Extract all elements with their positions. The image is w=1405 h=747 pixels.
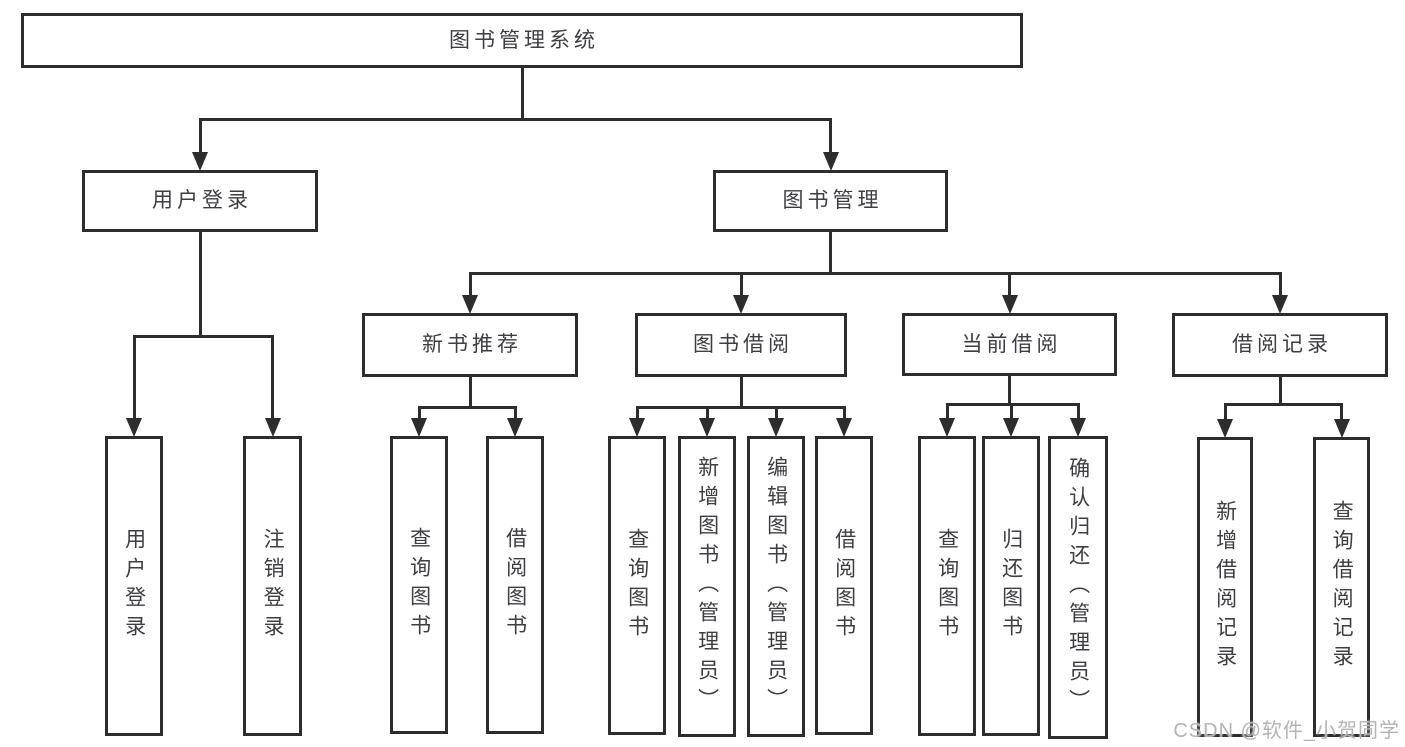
arrow-down-icon — [126, 418, 142, 437]
arrow-down-icon — [699, 418, 715, 437]
node-label-leaf-edit-books: 编辑图书（管理员） — [764, 456, 788, 717]
connector-line — [739, 272, 743, 298]
arrow-down-icon — [733, 295, 749, 314]
node-label-user-login: 用户登录 — [152, 189, 252, 213]
connector-line — [132, 335, 274, 338]
connector-line — [1008, 272, 1011, 298]
node-leaf-query-books-1: 查询图书 — [390, 436, 448, 734]
connector-line — [417, 406, 517, 409]
connector-line — [1076, 403, 1080, 421]
arrow-down-icon — [264, 418, 281, 437]
node-borrow-records: 借阅记录 — [1172, 313, 1388, 377]
node-label-leaf-borrow-books-2: 借阅图书 — [832, 527, 856, 644]
node-label-book-borrow: 图书借阅 — [693, 333, 793, 357]
node-label-leaf-confirm-return: 确认归还（管理员） — [1066, 457, 1090, 718]
connector-line — [635, 406, 846, 409]
node-label-leaf-borrow-books-1: 借阅图书 — [503, 527, 527, 643]
node-leaf-borrow-books-1: 借阅图书 — [486, 436, 544, 734]
arrow-down-icon — [1333, 419, 1350, 438]
arrow-down-icon — [629, 418, 645, 437]
csdn-watermark: CSDN @软件_小贺同学 — [1173, 720, 1400, 742]
node-label-leaf-return-books: 归还图书 — [999, 528, 1023, 644]
arrow-down-icon — [1070, 418, 1086, 437]
node-label-leaf-user-login: 用户登录 — [122, 528, 146, 644]
connector-line — [635, 406, 639, 421]
node-label-leaf-query-books-1: 查询图书 — [407, 527, 431, 643]
node-user-login: 用户登录 — [82, 170, 318, 232]
node-leaf-query-books-2: 查询图书 — [608, 436, 666, 735]
connector-line — [1340, 403, 1343, 422]
arrow-down-icon — [836, 418, 852, 437]
arrow-down-icon — [1272, 295, 1288, 314]
arrow-down-icon — [192, 152, 208, 171]
connector-line — [829, 232, 832, 272]
node-book-borrow: 图书借阅 — [635, 313, 847, 377]
node-label-borrow-records: 借阅记录 — [1232, 333, 1332, 357]
arrow-down-icon — [462, 295, 478, 314]
arrow-down-icon — [1003, 418, 1019, 437]
connector-line — [945, 403, 949, 421]
arrow-down-icon — [507, 418, 523, 437]
connector-line — [1009, 403, 1013, 421]
node-label-leaf-add-borrow-record: 新增借阅记录 — [1213, 500, 1237, 674]
connector-line — [513, 406, 517, 421]
arrow-down-icon — [1217, 419, 1233, 438]
node-new-book-rec: 新书推荐 — [362, 313, 578, 377]
connector-line — [1223, 403, 1343, 406]
connector-line — [198, 118, 832, 121]
connector-line — [1278, 377, 1282, 403]
node-leaf-add-borrow-record: 新增借阅记录 — [1197, 437, 1253, 737]
connector-line — [468, 272, 1282, 275]
node-current-borrow: 当前借阅 — [902, 313, 1117, 376]
node-leaf-add-books: 新增图书（管理员） — [678, 436, 736, 737]
connector-line — [520, 68, 524, 118]
node-leaf-query-books-3: 查询图书 — [918, 436, 976, 736]
node-label-leaf-add-books: 新增图书（管理员） — [695, 456, 719, 717]
node-leaf-confirm-return: 确认归还（管理员） — [1048, 436, 1108, 739]
connector-line — [1008, 376, 1011, 403]
connector-line — [842, 406, 846, 421]
connector-line — [132, 335, 136, 421]
node-leaf-user-login: 用户登录 — [105, 436, 163, 736]
connector-line — [198, 232, 202, 335]
connector-line — [198, 118, 202, 155]
node-root: 图书管理系统 — [21, 13, 1023, 68]
connector-line — [1278, 272, 1282, 298]
node-label-leaf-logout: 注销登录 — [261, 528, 285, 644]
node-label-new-book-rec: 新书推荐 — [422, 333, 522, 357]
connector-line — [739, 377, 743, 406]
arrow-down-icon — [411, 418, 427, 437]
connector-line — [468, 272, 472, 298]
connector-line — [705, 406, 709, 421]
node-label-leaf-query-books-3: 查询图书 — [935, 528, 959, 644]
connector-line — [417, 406, 421, 421]
node-leaf-query-borrow-record: 查询借阅记录 — [1313, 437, 1370, 737]
connector-line — [1223, 403, 1227, 422]
node-label-leaf-query-books-2: 查询图书 — [625, 527, 649, 644]
connector-line — [774, 406, 778, 421]
node-leaf-logout: 注销登录 — [243, 436, 302, 736]
node-leaf-edit-books: 编辑图书（管理员） — [747, 436, 805, 737]
node-label-leaf-query-borrow-record: 查询借阅记录 — [1330, 500, 1354, 674]
node-leaf-return-books: 归还图书 — [982, 436, 1040, 736]
connector-line — [945, 403, 1080, 406]
connector-line — [829, 118, 832, 155]
node-label-root: 图书管理系统 — [449, 28, 599, 52]
arrow-down-icon — [822, 152, 839, 171]
node-label-book-mgmt: 图书管理 — [782, 189, 883, 213]
arrow-down-icon — [768, 418, 784, 437]
node-label-current-borrow: 当前借阅 — [961, 332, 1062, 356]
node-book-mgmt: 图书管理 — [713, 170, 948, 232]
connector-line — [468, 377, 472, 406]
connector-line — [271, 335, 274, 421]
node-leaf-borrow-books-2: 借阅图书 — [815, 436, 873, 735]
arrow-down-icon — [1001, 295, 1018, 314]
arrow-down-icon — [939, 418, 955, 437]
